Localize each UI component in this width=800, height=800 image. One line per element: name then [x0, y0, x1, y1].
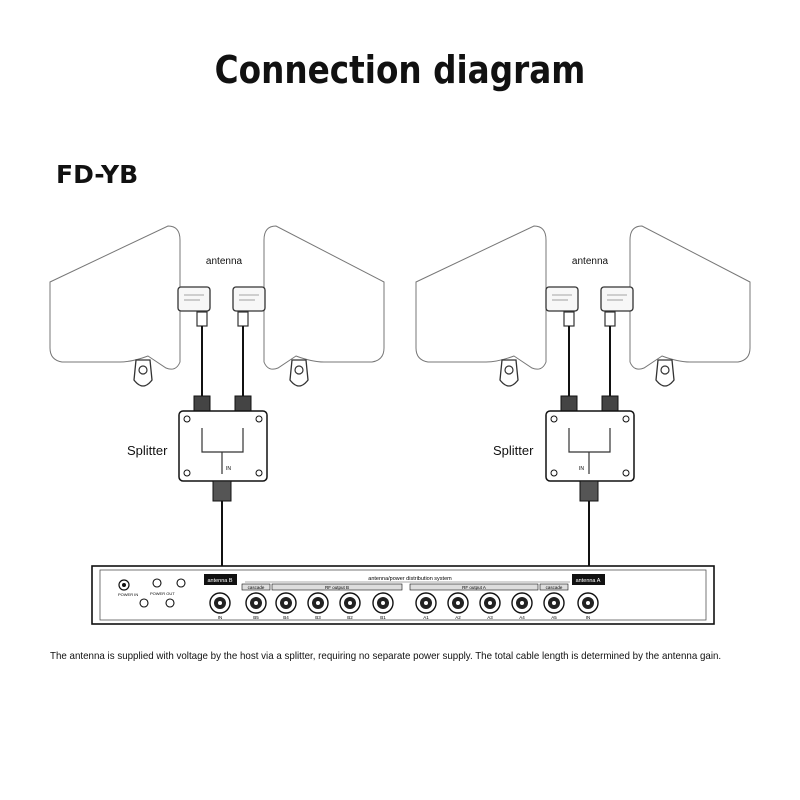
right-splitter-box	[545, 410, 635, 482]
bnc-port-b4	[275, 592, 297, 614]
rf-output-a-label: RF output A	[462, 585, 486, 590]
bnc-port-b5	[245, 592, 267, 614]
left-splitter-label: Splitter	[127, 443, 168, 458]
power-in-jack	[118, 579, 130, 591]
right-splitter-connector-1	[560, 395, 578, 413]
right-antenna-panel-1	[415, 225, 547, 370]
left-antenna-mount-2	[289, 359, 309, 387]
left-splitter-port-label: IN	[226, 466, 231, 472]
left-antenna-label: antenna	[206, 256, 243, 267]
left-antenna-plug-2	[237, 311, 249, 327]
antenna-b-header	[204, 574, 237, 585]
port-label-a2: A2	[455, 615, 461, 620]
bnc-port-a3	[479, 592, 501, 614]
left-antenna-amp-1	[177, 286, 211, 312]
rf-output-a-header	[409, 583, 539, 591]
system-label: antenna/power distribution system	[368, 576, 452, 582]
left-antenna-panel-1	[49, 225, 181, 370]
distribution-unit: antenna/power distribution system POWER …	[91, 565, 715, 625]
left-splitter-box	[178, 410, 268, 482]
port-label-a5: A5	[551, 615, 557, 620]
right-antenna-mount-2	[655, 359, 675, 387]
cascade-left-label: cascade	[248, 585, 265, 590]
port-label-b-in: IN	[218, 615, 223, 620]
right-splitter-label: Splitter	[493, 443, 534, 458]
right-antenna-amp-2	[600, 286, 634, 312]
left-antenna-panel-2	[263, 225, 385, 370]
antenna-b-label: antenna B	[207, 578, 232, 584]
port-label-b4: B4	[283, 615, 289, 620]
left-antenna-group: antenna IN Splitter	[49, 225, 385, 570]
left-splitter-connector-2	[234, 395, 252, 413]
port-label-b2: B2	[347, 615, 353, 620]
bnc-port-b2	[339, 592, 361, 614]
right-antenna-plug-1	[563, 311, 575, 327]
left-antenna-mount-1	[133, 359, 153, 387]
rf-output-b-header	[271, 583, 403, 591]
right-splitter-schematic	[568, 428, 611, 474]
power-out-label: POWER OUT	[150, 591, 175, 596]
antenna-a-label: antenna A	[576, 578, 601, 584]
right-antenna-mount-1	[499, 359, 519, 387]
right-splitter-connector-2	[601, 395, 619, 413]
distribution-unit-chassis	[91, 565, 715, 625]
bnc-port-a2	[447, 592, 469, 614]
port-label-a-in: IN	[586, 615, 591, 620]
right-splitter-port-label: IN	[579, 466, 584, 472]
bnc-port-a5	[543, 592, 565, 614]
right-antenna-plug-2	[604, 311, 616, 327]
rf-output-b-label: RF output B	[325, 585, 349, 590]
right-splitter-out-connector	[579, 480, 599, 502]
model-label: FD-YB	[56, 160, 139, 189]
antenna-a-header	[572, 574, 605, 585]
cascade-right-label: cascade	[546, 585, 563, 590]
left-splitter-out-connector	[212, 480, 232, 502]
left-splitter-connector-1	[193, 395, 211, 413]
bnc-port-a-in	[577, 592, 599, 614]
power-out-jack-1	[152, 578, 162, 588]
bnc-port-a1	[415, 592, 437, 614]
port-label-a1: A1	[423, 615, 429, 620]
right-antenna-label: antenna	[572, 256, 609, 267]
port-label-b3: B3	[315, 615, 321, 620]
bnc-port-b3	[307, 592, 329, 614]
bnc-port-b-in	[209, 592, 231, 614]
cascade-left-header	[241, 583, 271, 591]
power-out-jack-2	[176, 578, 186, 588]
port-label-b1: B1	[380, 615, 386, 620]
left-splitter-schematic	[201, 428, 244, 474]
right-antenna-amp-1	[545, 286, 579, 312]
cascade-right-header	[539, 583, 569, 591]
port-label-a3: A3	[487, 615, 493, 620]
port-label-a4: A4	[519, 615, 525, 620]
caption-text: The antenna is supplied with voltage by …	[50, 650, 722, 662]
bnc-port-b1	[372, 592, 394, 614]
left-antenna-plug-1	[196, 311, 208, 327]
right-antenna-panel-2	[629, 225, 751, 370]
page-title: Connection diagram	[214, 48, 586, 92]
port-label-b5: B5	[253, 615, 259, 620]
left-antenna-amp-2	[232, 286, 266, 312]
right-antenna-group: antenna IN Splitter	[415, 225, 751, 570]
bnc-port-a4	[511, 592, 533, 614]
power-out-jack-3	[139, 598, 149, 608]
power-in-label: POWER IN	[118, 592, 138, 597]
power-out-jack-4	[165, 598, 175, 608]
